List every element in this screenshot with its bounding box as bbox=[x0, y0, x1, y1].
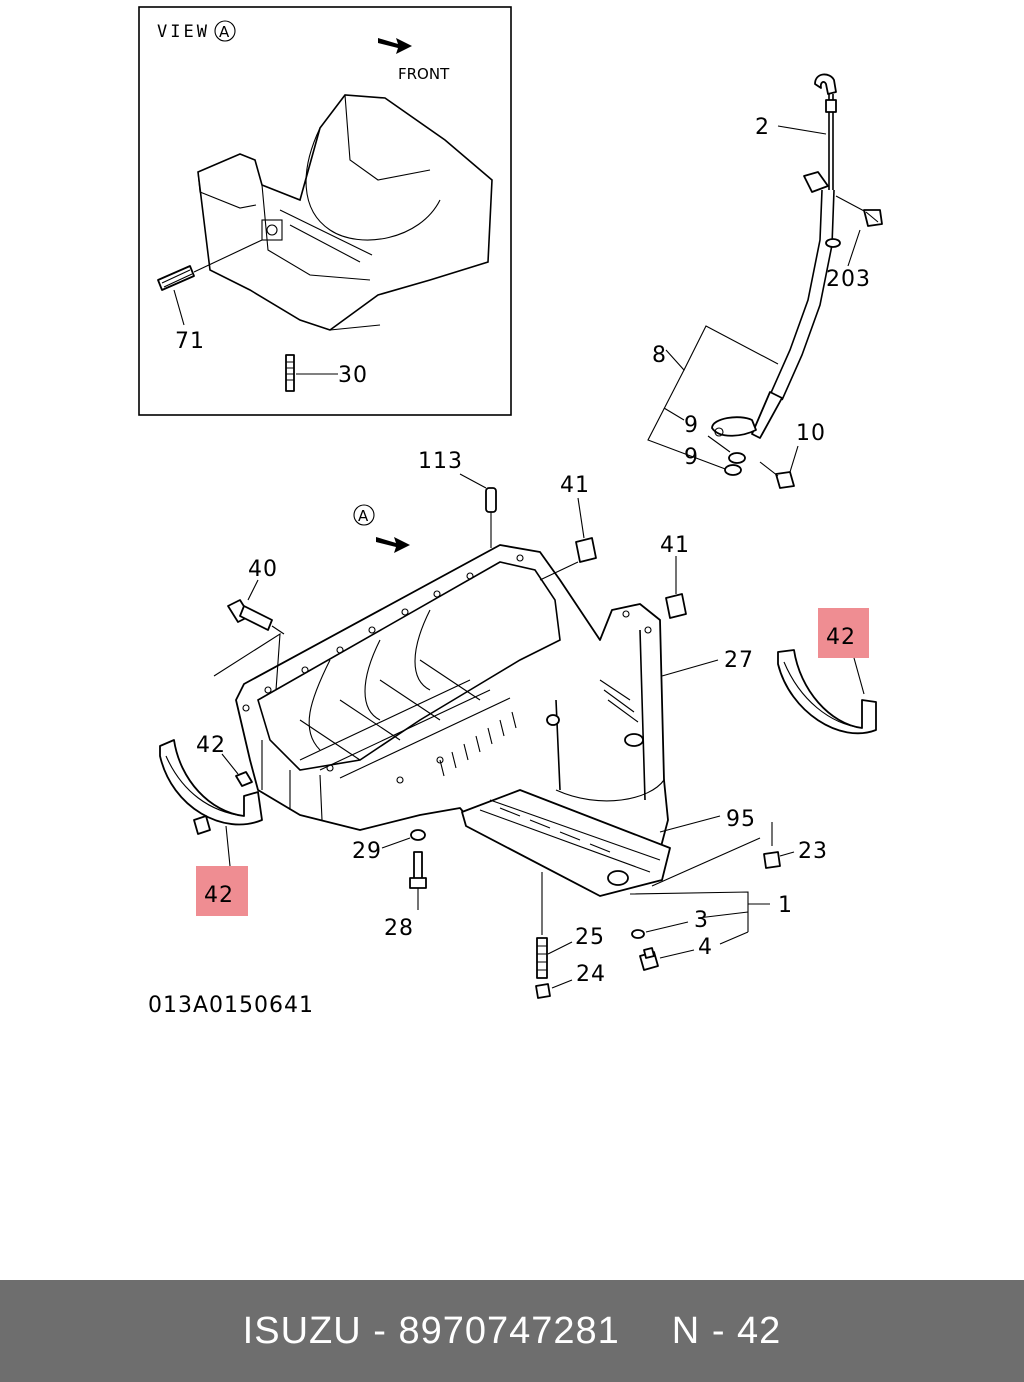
callout-8: 8 bbox=[652, 343, 667, 368]
half-ring-42-right: 42 42 bbox=[777, 608, 877, 735]
callout-23: 23 bbox=[798, 839, 828, 864]
callout-113: 113 bbox=[418, 449, 463, 474]
bolt-28-icon bbox=[409, 851, 427, 889]
bolt-23-icon bbox=[763, 851, 781, 869]
bolt-40-icon bbox=[227, 599, 273, 631]
brand-separator: - bbox=[373, 1309, 387, 1352]
dipstick-assembly: 2 203 8 9 9 bbox=[647, 73, 883, 489]
view-marker: A bbox=[219, 23, 230, 41]
ref-number: 42 bbox=[737, 1309, 782, 1352]
bolt-10-icon bbox=[759, 461, 795, 489]
cushion-41b-icon bbox=[665, 593, 687, 619]
highlight-box-42a bbox=[818, 608, 869, 658]
inset-view-a: VIEW A FRONT 71 bbox=[138, 6, 512, 416]
washer-95-icon bbox=[410, 829, 426, 841]
front-arrow-icon bbox=[376, 537, 410, 553]
callout-30: 30 bbox=[338, 363, 368, 388]
callout-3: 3 bbox=[694, 908, 709, 933]
dowel-113-icon bbox=[485, 487, 497, 513]
front-arrow-icon bbox=[378, 38, 412, 54]
nut-29-icon bbox=[235, 771, 253, 787]
main-view-marker: A bbox=[358, 507, 369, 525]
callout-10: 10 bbox=[796, 421, 826, 446]
ref-prefix: N bbox=[671, 1309, 701, 1352]
callout-24: 24 bbox=[576, 962, 606, 987]
callout-17: 95 bbox=[726, 807, 756, 832]
callout-41a: 41 bbox=[560, 473, 590, 498]
callout-42-left: 42 bbox=[204, 883, 234, 908]
callout-25: 25 bbox=[575, 925, 605, 950]
nut-24-icon bbox=[535, 983, 551, 999]
callout-9b: 9 bbox=[684, 445, 699, 470]
stud-25-icon bbox=[536, 937, 548, 979]
bolt-203-icon bbox=[863, 209, 883, 227]
drain-plug-4-icon bbox=[639, 947, 659, 971]
o-ring-icon bbox=[728, 452, 746, 464]
stud-30-icon bbox=[285, 354, 295, 392]
oil-pan-main: A bbox=[196, 449, 828, 999]
highlight-box-42b bbox=[196, 866, 248, 916]
dipstick-tube-icon bbox=[769, 189, 835, 401]
callout-28: 28 bbox=[384, 916, 414, 941]
dipstick-handle-icon bbox=[814, 73, 837, 95]
part-number: 8970747281 bbox=[398, 1309, 620, 1352]
half-ring-42-left: 42 bbox=[159, 739, 263, 916]
callout-41b: 41 bbox=[660, 533, 690, 558]
callout-95: 29 bbox=[352, 839, 382, 864]
ref-separator: - bbox=[711, 1309, 726, 1352]
brand-name: ISUZU bbox=[242, 1309, 362, 1352]
callout-29: 42 bbox=[196, 733, 226, 758]
o-ring-icon bbox=[724, 464, 742, 476]
front-label: FRONT bbox=[398, 65, 450, 83]
callout-27: 27 bbox=[724, 648, 754, 673]
stud-71-icon bbox=[157, 239, 263, 291]
callout-40: 40 bbox=[248, 557, 278, 582]
callout-9a: 9 bbox=[684, 413, 699, 438]
callout-42-right: 42 bbox=[826, 625, 856, 650]
flange-holes bbox=[242, 554, 652, 784]
callout-203: 203 bbox=[826, 267, 871, 292]
callout-71: 71 bbox=[175, 329, 205, 354]
callout-1: 1 bbox=[778, 893, 793, 918]
cushion-41a-icon bbox=[575, 537, 597, 563]
bottom-plate-17 bbox=[461, 789, 671, 897]
drawing-code: 013A0150641 bbox=[148, 993, 314, 1018]
part-info-footer: ISUZU - 8970747281 N - 42 bbox=[0, 1280, 1024, 1382]
view-label: VIEW bbox=[157, 22, 210, 42]
callout-2: 2 bbox=[755, 115, 770, 140]
callout-4: 4 bbox=[698, 935, 713, 960]
gasket-3-icon bbox=[631, 929, 645, 939]
inset-housing-sketch bbox=[197, 94, 493, 331]
oil-pan-exploded-diagram: VIEW A FRONT 71 bbox=[138, 6, 883, 1018]
